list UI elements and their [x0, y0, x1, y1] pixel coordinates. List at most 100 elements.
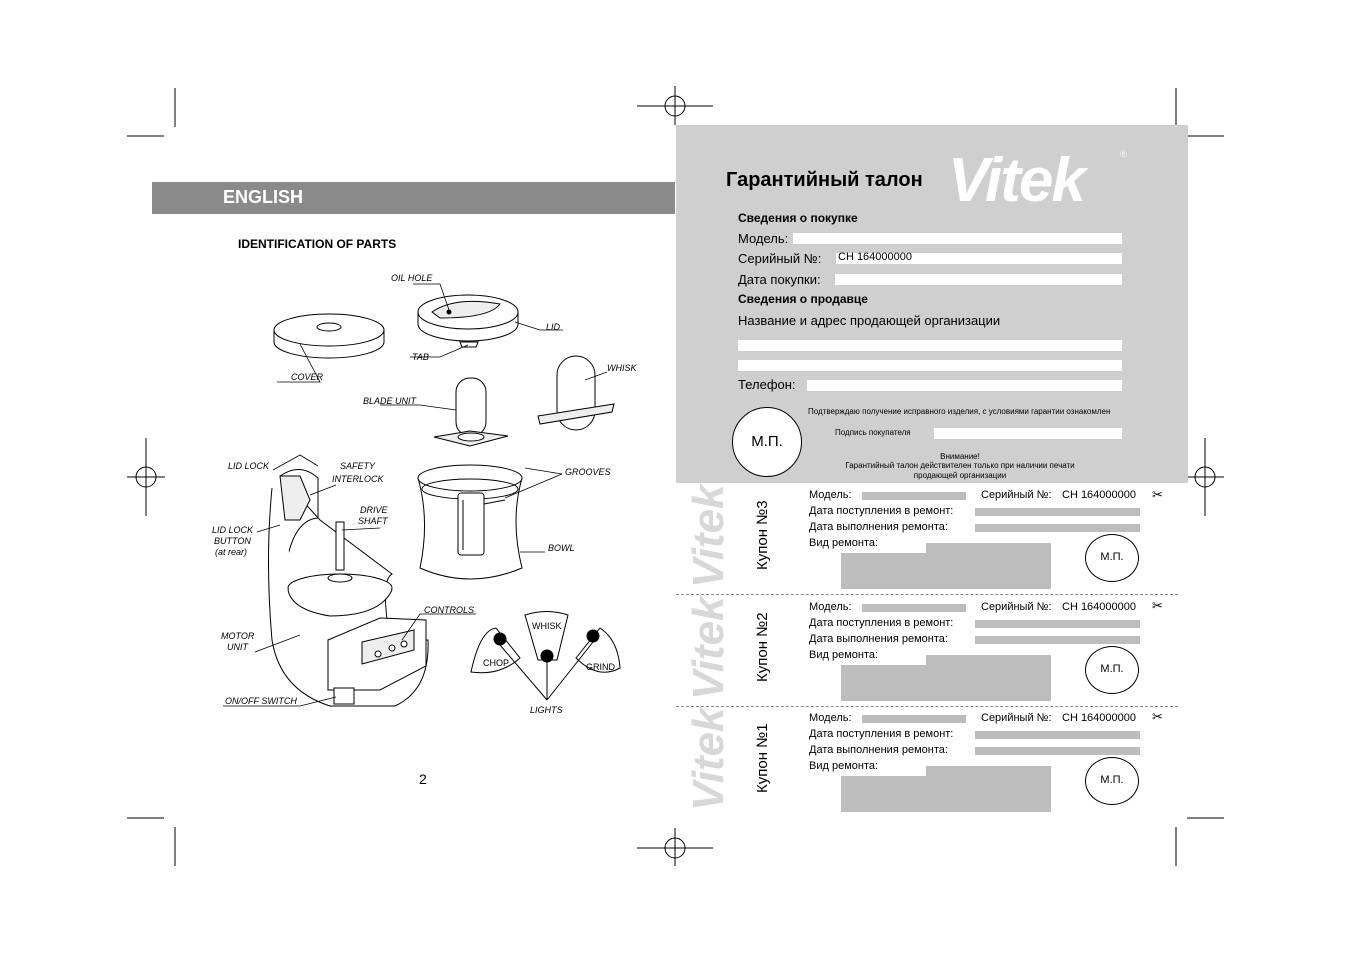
purchase-date-label: Дата покупки: [738, 272, 821, 287]
scissors-icon: ✂ [1152, 598, 1163, 613]
label-button-whisk: WHISK [532, 621, 562, 631]
coupon-repair-box-b[interactable] [841, 776, 1051, 812]
coupon-received-field[interactable] [975, 508, 1140, 516]
scissors-icon: ✂ [1152, 709, 1163, 724]
coupon-watermark-logo: Vitek [684, 707, 733, 811]
attention-label: Внимание! [940, 452, 980, 461]
page-number: 2 [419, 771, 427, 787]
stamp-label: М.П. [751, 433, 783, 450]
coupon-2: Vitek Купон №2 Модель: Серийный №: CH 16… [676, 596, 1188, 707]
seller-field-2[interactable] [738, 360, 1122, 371]
label-motor: MOTOR [221, 631, 255, 641]
signature-label: Подпись покупателя [835, 428, 911, 437]
serial-field[interactable]: CH 164000000 [836, 251, 1122, 264]
coupon-repair-label: Вид ремонта: [809, 760, 879, 772]
coupon-model-field[interactable] [862, 604, 966, 612]
blade-unit-part [433, 377, 509, 447]
coupon-repair-box-b[interactable] [841, 665, 1051, 701]
notice-line-2: продающей организации [913, 471, 1007, 480]
serial-value: CH 164000000 [838, 251, 913, 263]
cut-line [676, 706, 1178, 707]
coupon-serial-label: Серийный №: [981, 601, 1052, 613]
coupon-received-field[interactable] [975, 731, 1140, 739]
coupon-stamp: М.П. [1085, 534, 1139, 582]
whisk-part [537, 355, 615, 431]
coupon-watermark-logo: Vitek [684, 484, 733, 588]
label-lid-lock: LID LOCK [228, 461, 270, 471]
motor-unit-part [268, 469, 429, 707]
coupon-1: Vitek Купон №1 Модель: Серийный №: CH 16… [676, 707, 1188, 818]
coupon-received-label: Дата поступления в ремонт: [809, 617, 954, 629]
label-lid: LID [546, 322, 561, 332]
phone-field[interactable] [807, 380, 1122, 391]
coupon-serial-label: Серийный №: [981, 489, 1052, 501]
label-interlock: INTERLOCK [332, 474, 385, 484]
bowl-part [417, 464, 523, 580]
coupon-serial-value: CH 164000000 [1062, 601, 1137, 613]
coupon-title: Купон №3 [754, 500, 771, 570]
model-field[interactable] [793, 233, 1122, 244]
coupon-completed-label: Дата выполнения ремонта: [809, 744, 948, 756]
coupon-serial-label: Серийный №: [981, 712, 1052, 724]
label-safety: SAFETY [340, 461, 376, 471]
coupon-repair-box-b[interactable] [841, 553, 1051, 589]
purchase-header: Сведения о покупке [738, 211, 858, 225]
coupon-model-field[interactable] [862, 715, 966, 723]
model-label: Модель: [738, 231, 789, 246]
coupon-received-field[interactable] [975, 620, 1140, 628]
signature-field[interactable] [934, 428, 1122, 439]
cover-part [273, 313, 385, 359]
parts-diagram: OIL HOLE LID TAB COVER WHISK BLADE UNIT … [212, 273, 637, 715]
coupon-model-label: Модель: [809, 489, 852, 501]
label-blade-unit: BLADE UNIT [363, 396, 418, 406]
label-onoff-switch: ON/OFF SWITCH [225, 696, 297, 706]
coupon-model-label: Модель: [809, 601, 852, 613]
coupon-repair-label: Вид ремонта: [809, 537, 879, 549]
label-whisk: WHISK [607, 363, 637, 373]
registered-mark: ® [1120, 149, 1127, 159]
label-bowl: BOWL [548, 543, 575, 553]
label-grooves: GROOVES [565, 467, 611, 477]
seller-field-1[interactable] [738, 340, 1122, 351]
label-lights: LIGHTS [530, 705, 563, 715]
coupon-watermark-logo: Vitek [684, 596, 733, 700]
label-lid-lock-button-1: LID LOCK [212, 525, 254, 535]
seller-header: Сведения о продавце [738, 292, 868, 306]
coupon-stamp-label: М.П. [1100, 551, 1124, 563]
button-guide [470, 611, 621, 701]
label-oil-hole: OIL HOLE [391, 273, 433, 283]
parts-title: IDENTIFICATION OF PARTS [238, 237, 397, 251]
confirm-text: Подтверждаю получение исправного изделия… [808, 407, 1111, 416]
label-button-grind: GRIND [586, 662, 616, 672]
coupon-title: Купон №1 [754, 723, 771, 793]
coupon-completed-field[interactable] [975, 524, 1140, 532]
coupon-stamp: М.П. [1085, 646, 1139, 694]
scissors-icon: ✂ [1152, 487, 1163, 502]
coupon-received-label: Дата поступления в ремонт: [809, 728, 954, 740]
label-shaft: SHAFT [358, 516, 389, 526]
cut-line [676, 594, 1178, 595]
section-label: ENGLISH [223, 187, 304, 207]
coupon-model-label: Модель: [809, 712, 852, 724]
label-button-chop: CHOP [483, 658, 509, 668]
label-unit: UNIT [227, 642, 249, 652]
vitek-logo: Vitek [948, 146, 1086, 215]
notice-line-1: Гарантийный талон действителен только пр… [845, 461, 1075, 470]
coupon-serial-value: CH 164000000 [1062, 489, 1137, 501]
coupon-stamp-label: М.П. [1100, 774, 1124, 786]
coupon-completed-field[interactable] [975, 636, 1140, 644]
label-controls: CONTROLS [424, 605, 474, 615]
lid-part [417, 294, 519, 348]
seller-name-label: Название и адрес продающей организации [738, 313, 1001, 328]
label-lid-lock-button-3: (at rear) [215, 547, 247, 557]
label-drive: DRIVE [360, 505, 389, 515]
coupon-completed-field[interactable] [975, 747, 1140, 755]
label-tab: TAB [412, 352, 429, 362]
coupon-model-field[interactable] [862, 492, 966, 500]
purchase-date-field[interactable] [835, 274, 1122, 285]
coupon-received-label: Дата поступления в ремонт: [809, 505, 954, 517]
coupon-title: Купон №2 [754, 612, 771, 682]
section-band: ENGLISH [152, 182, 675, 214]
warranty-title: Гарантийный талон [726, 169, 923, 191]
